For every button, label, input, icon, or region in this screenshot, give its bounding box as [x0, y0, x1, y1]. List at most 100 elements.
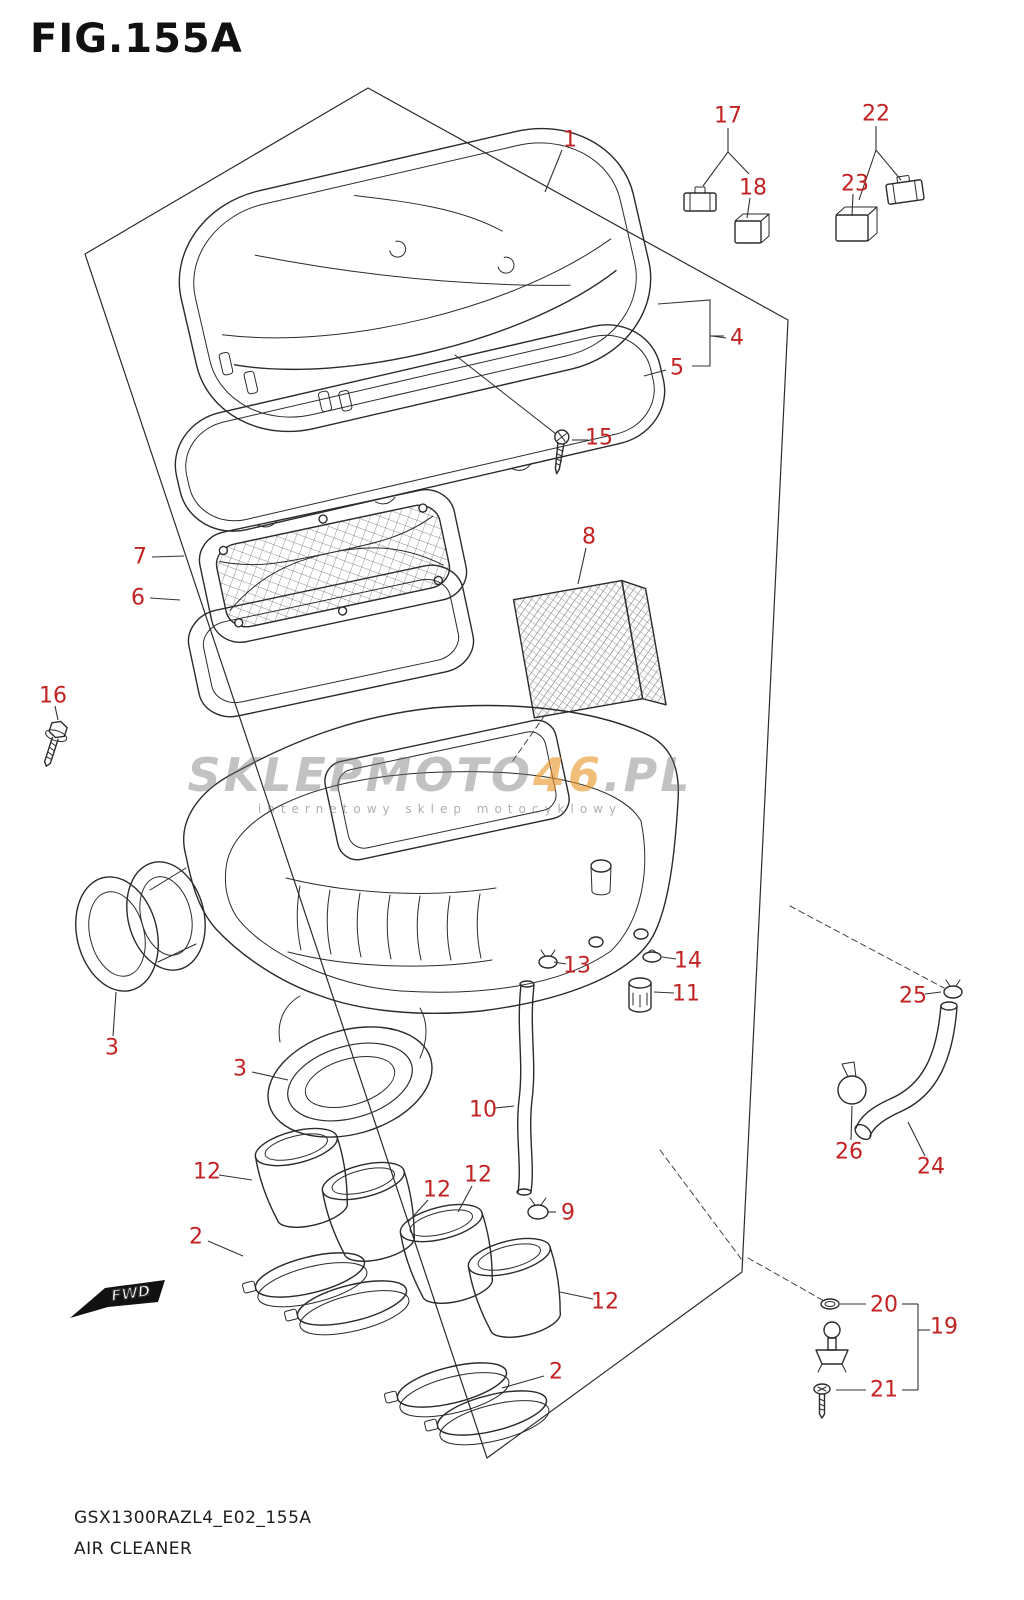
clip-14-drawing	[642, 949, 662, 963]
callout-13: 13	[563, 954, 591, 979]
callout-16: 16	[39, 684, 67, 709]
callout-2: 2	[549, 1360, 563, 1385]
leader-lines-layer	[54, 126, 942, 1391]
cushion-18-drawing	[734, 213, 770, 244]
callout-6: 6	[131, 586, 145, 611]
callout-15: 15	[585, 426, 613, 451]
lower-case-drawing	[183, 704, 680, 1014]
callout-3: 3	[105, 1036, 119, 1061]
duct-connector	[278, 995, 427, 1059]
cover-gasket-drawing	[174, 324, 666, 532]
callout-7: 7	[133, 545, 147, 570]
leader-line	[251, 1071, 289, 1081]
callout-10: 10	[469, 1098, 497, 1123]
leader-line	[494, 1105, 515, 1109]
filter-element-drawing	[198, 489, 468, 643]
clamp-band-drawing	[284, 1280, 410, 1336]
leader-line	[924, 991, 942, 995]
leader-line	[850, 1105, 853, 1141]
clamp-band-drawing	[242, 1252, 368, 1308]
leader-line	[149, 597, 181, 601]
leader-line	[207, 1240, 244, 1257]
carb-boot-drawing	[254, 1127, 349, 1228]
cushion-23-drawing	[835, 206, 878, 242]
figure-code: GSX1300RAZL4_E02_155A	[74, 1508, 312, 1528]
screw-21-drawing	[813, 1383, 831, 1419]
clip-9-drawing	[527, 1197, 549, 1220]
clip-25-drawing	[943, 979, 963, 999]
leader-polyline	[875, 126, 902, 181]
leader-line	[577, 547, 587, 585]
clamp-band-drawing	[384, 1362, 510, 1418]
leader-line	[643, 369, 667, 377]
leader-polyline	[858, 149, 877, 201]
fwd-arrow: FWD	[70, 1280, 165, 1318]
leader-line	[559, 1291, 594, 1300]
intake-horn-right-drawing	[126, 861, 206, 971]
leader-line	[661, 956, 677, 960]
leader-polyline	[702, 128, 729, 187]
callout-20: 20	[870, 1293, 898, 1318]
callout-2: 2	[189, 1225, 203, 1250]
projection-line	[659, 1149, 743, 1261]
leader-line	[151, 555, 185, 558]
clip-13-drawing	[538, 949, 558, 969]
callout-18: 18	[739, 176, 767, 201]
carb-boot-drawing	[399, 1203, 494, 1304]
callout-24: 24	[917, 1155, 945, 1180]
callout-12: 12	[591, 1290, 619, 1315]
leader-polyline	[657, 299, 711, 367]
clip-17-drawing	[683, 186, 717, 212]
figure-name: AIR CLEANER	[74, 1539, 193, 1559]
projection-line	[789, 905, 945, 989]
callout-11: 11	[672, 982, 700, 1007]
callout-25: 25	[899, 984, 927, 1009]
diagram-border	[84, 87, 789, 1459]
carb-boot-drawing	[467, 1237, 562, 1338]
filter-frame-drawing	[187, 564, 475, 718]
callout-5: 5	[670, 356, 684, 381]
leader-line	[407, 1199, 429, 1223]
callout-12: 12	[193, 1160, 221, 1185]
leader-line	[553, 961, 567, 965]
element-8-drawing	[512, 579, 667, 719]
callout-1: 1	[563, 128, 577, 153]
horn-connector	[149, 867, 197, 963]
leader-line	[218, 1174, 253, 1181]
carb-boot-drawing	[321, 1161, 416, 1262]
callout-26: 26	[835, 1140, 863, 1165]
leader-line	[112, 991, 117, 1037]
clip-22-drawing	[885, 174, 925, 205]
air-cleaner-cover-drawing	[178, 127, 652, 433]
callout-12: 12	[423, 1178, 451, 1203]
callout-22: 22	[862, 102, 890, 127]
callout-12: 12	[464, 1163, 492, 1188]
callout-8: 8	[582, 525, 596, 550]
cap-11-drawing	[628, 977, 652, 1013]
callout-3: 3	[233, 1057, 247, 1082]
breather-hose-drawing	[854, 1001, 958, 1141]
leader-line	[746, 197, 751, 219]
clamp-band-drawing	[424, 1390, 550, 1446]
leader-line	[457, 1185, 473, 1213]
projection-line	[511, 714, 546, 763]
callout-23: 23	[841, 172, 869, 197]
oring-20-drawing	[820, 1298, 840, 1310]
projection-line	[454, 354, 557, 435]
callout-14: 14	[674, 949, 702, 974]
spring-clamp-26-drawing	[837, 1061, 867, 1105]
callout-9: 9	[561, 1201, 575, 1226]
leader-line	[501, 1375, 545, 1389]
projection-line	[747, 1257, 827, 1303]
figure-title: FIG.155A	[30, 16, 243, 62]
callout-17: 17	[714, 104, 742, 129]
footer: GSX1300RAZL4_E02_155A AIR CLEANER	[74, 1508, 312, 1559]
leader-line	[544, 149, 563, 193]
leader-line	[851, 193, 854, 217]
screw-15-drawing	[554, 429, 570, 475]
callout-4: 4	[730, 326, 744, 351]
drain-hose-drawing	[516, 980, 535, 1196]
